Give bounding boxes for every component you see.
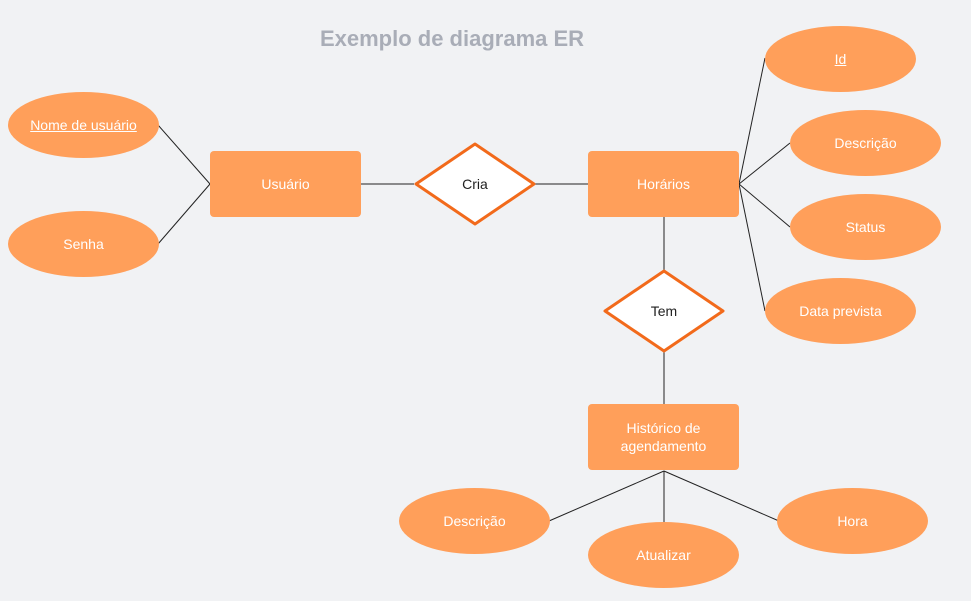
relationship-tem[interactable]: Tem xyxy=(602,269,726,353)
attribute-descricao-horarios-label: Descrição xyxy=(834,135,897,151)
attribute-descricao-horarios[interactable]: Descrição xyxy=(790,110,941,176)
entity-historico-de-agendamento[interactable]: Histórico de agendamento xyxy=(588,404,739,470)
attribute-hora-label: Hora xyxy=(837,513,868,529)
entity-usuario-label: Usuário xyxy=(261,176,310,192)
relationship-cria-diamond xyxy=(414,142,536,226)
entity-horarios-label: Horários xyxy=(637,176,690,192)
connector-id xyxy=(738,57,766,185)
connector-status xyxy=(738,183,791,228)
attribute-nome-de-usuario[interactable]: Nome de usuário xyxy=(8,92,159,158)
connector-descricao-horarios xyxy=(738,142,791,185)
entity-historico-label: Histórico de agendamento xyxy=(620,420,707,454)
attribute-atualizar-label: Atualizar xyxy=(636,547,691,563)
entity-horarios[interactable]: Horários xyxy=(588,151,739,217)
relationship-cria[interactable]: Cria xyxy=(413,142,537,226)
attribute-descricao-historico-label: Descrição xyxy=(443,513,506,529)
relationship-cria-label: Cria xyxy=(462,176,488,192)
attribute-senha[interactable]: Senha xyxy=(8,211,159,277)
connector-nome-usuario xyxy=(157,124,211,185)
attribute-nome-de-usuario-label: Nome de usuário xyxy=(30,117,137,133)
attribute-data-prevista-label: Data prevista xyxy=(799,303,882,319)
attribute-id-label: Id xyxy=(834,51,847,67)
relationship-tem-diamond xyxy=(603,269,725,353)
entity-usuario[interactable]: Usuário xyxy=(210,151,361,217)
attribute-senha-label: Senha xyxy=(63,236,104,252)
connector-descricao-historico xyxy=(548,470,665,522)
connector-senha xyxy=(157,183,211,245)
relationship-tem-label: Tem xyxy=(650,303,678,319)
attribute-status-label: Status xyxy=(845,219,886,235)
diagram-title: Exemplo de diagrama ER xyxy=(319,26,585,51)
attribute-id[interactable]: Id xyxy=(765,26,916,92)
attribute-hora[interactable]: Hora xyxy=(777,488,928,554)
attribute-status[interactable]: Status xyxy=(790,194,941,260)
connector-hora xyxy=(663,470,780,522)
attribute-data-prevista[interactable]: Data prevista xyxy=(765,278,916,344)
attribute-descricao-historico[interactable]: Descrição xyxy=(399,488,550,554)
attribute-atualizar[interactable]: Atualizar xyxy=(588,522,739,588)
connector-data-prevista xyxy=(738,183,766,312)
